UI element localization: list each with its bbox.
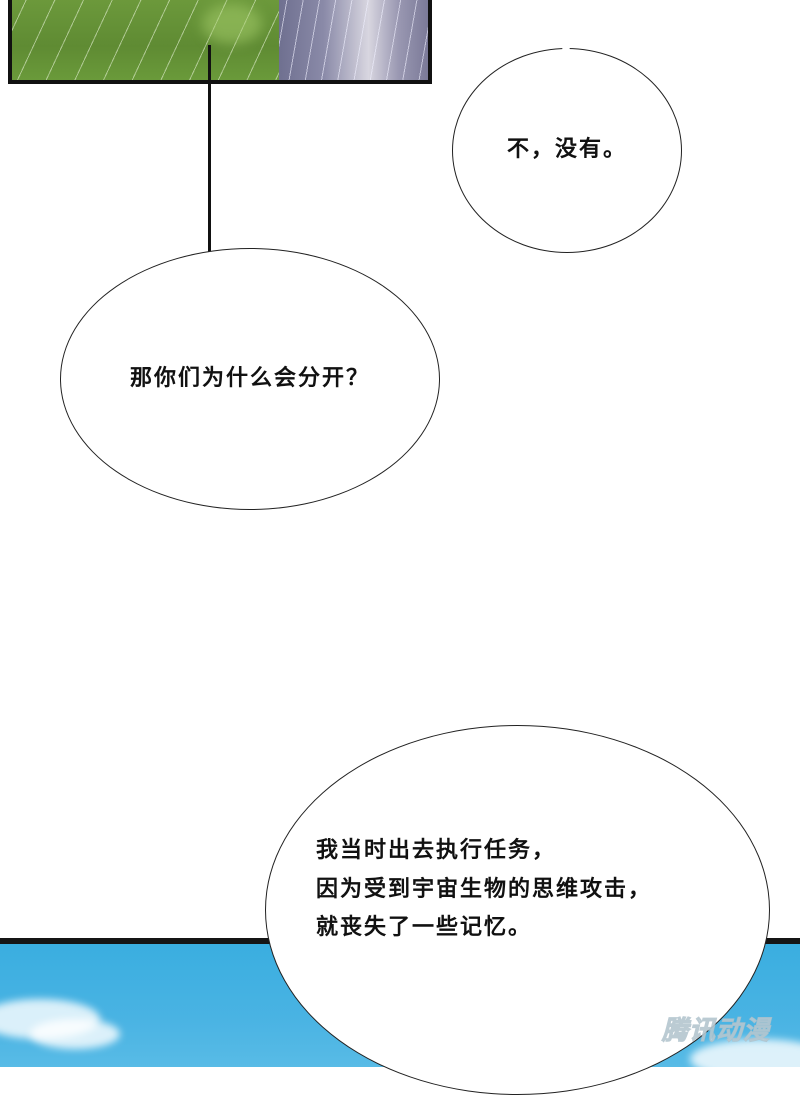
watermark-logo: 腾讯动漫 [661,1016,770,1047]
speech-bubble-2: 那你们为什么会分开？ [60,248,440,510]
top-panel [8,0,432,84]
cloak-figure [279,0,428,80]
bubble-3-text: 我当时出去执行任务， 因为受到宇宙生物的思维攻击， 就丧失了一些记忆。 [266,832,652,948]
bubble-1-tail [562,32,570,50]
speech-bubble-3: 我当时出去执行任务， 因为受到宇宙生物的思维攻击， 就丧失了一些记忆。 [265,725,770,1095]
bubble-1-text: 不，没有。 [506,137,627,163]
bubble-3-line-1: 我当时出去执行任务， [316,838,557,864]
light-patch [202,4,262,44]
bubble-3-line-2: 因为受到宇宙生物的思维攻击， [316,876,653,902]
bubble-2-tail [208,45,211,255]
speech-bubble-1: 不，没有。 [452,48,682,253]
bubble-2-text: 那你们为什么会分开？ [129,365,370,391]
bubble-3-line-3: 就丧失了一些记忆。 [316,915,533,941]
cloud [30,1019,120,1049]
